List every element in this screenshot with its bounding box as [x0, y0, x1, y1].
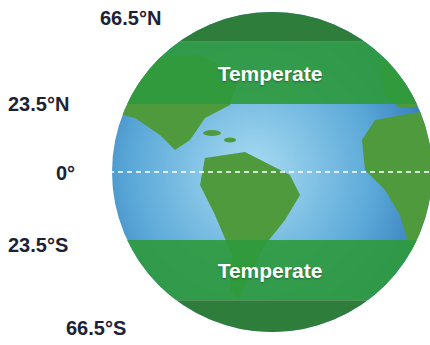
- temperate-band: Temperate: [100, 42, 430, 104]
- latitude-label: 23.5°N: [8, 94, 69, 114]
- band-label: Temperate: [100, 260, 430, 281]
- latitude-label: 66.5°S: [66, 318, 126, 338]
- latitude-label: 23.5°S: [8, 235, 68, 255]
- temperate-band: Temperate: [100, 240, 430, 300]
- latitude-label: 66.5°N: [100, 8, 161, 28]
- latitude-label: 0°: [56, 163, 75, 183]
- band-label: Temperate: [100, 63, 430, 84]
